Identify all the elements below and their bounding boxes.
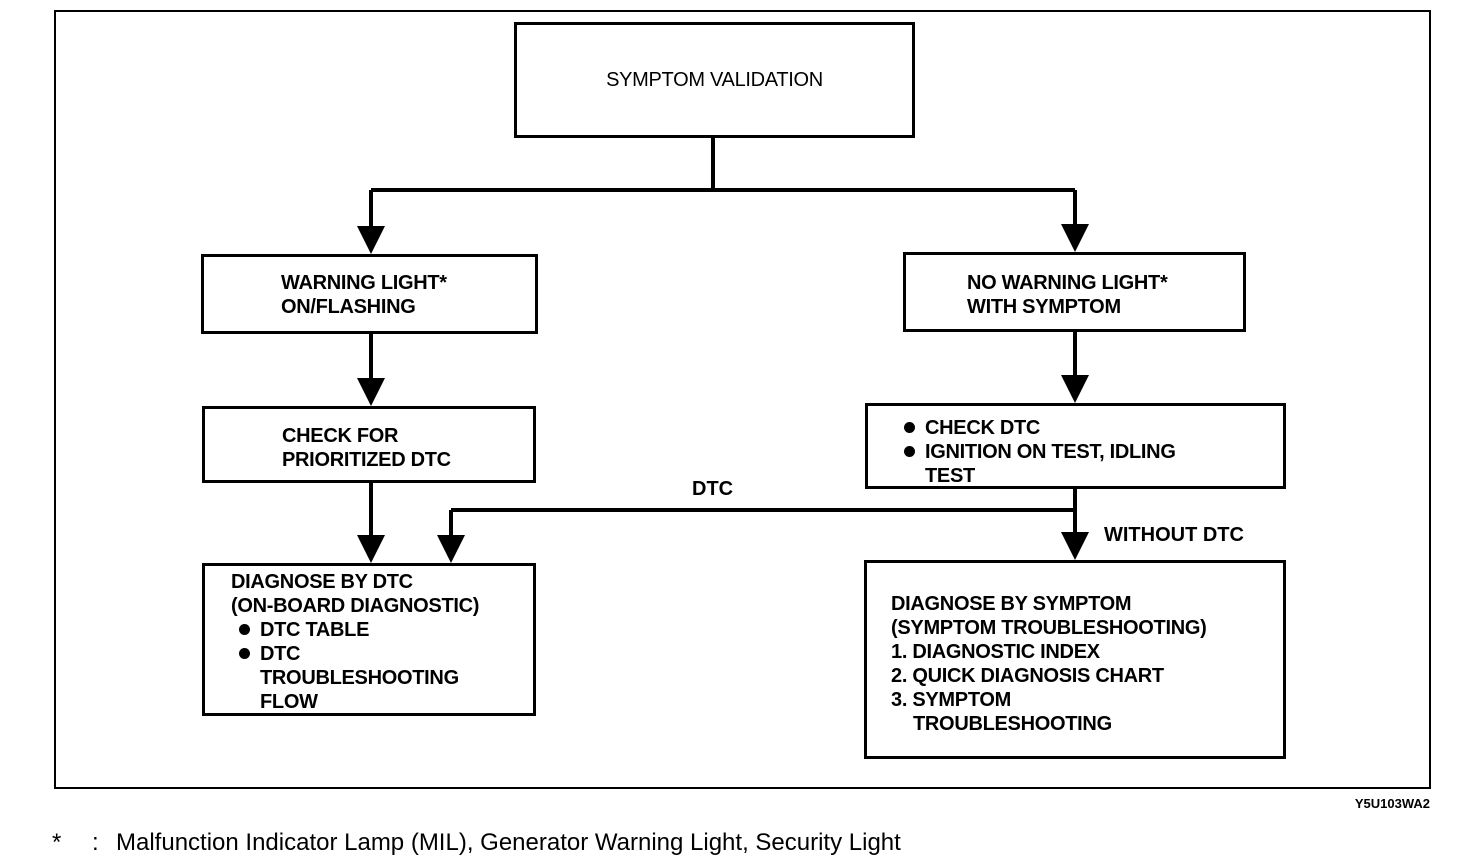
diagnose-symptom-item-3: 3. SYMPTOM bbox=[891, 689, 1011, 711]
diagram-frame bbox=[54, 10, 1431, 789]
check-dtc-item-1-text: CHECK DTC bbox=[925, 417, 1041, 439]
diagnose-symptom-line-2: (SYMPTOM TROUBLESHOOTING) bbox=[891, 617, 1207, 639]
arrow-to-check-prior bbox=[357, 378, 385, 406]
diagnose-dtc-line-1: DIAGNOSE BY DTC bbox=[231, 571, 413, 593]
check-prioritized-line-2: PRIORITIZED DTC bbox=[282, 449, 451, 471]
bullet-icon bbox=[239, 648, 250, 659]
diagnose-dtc-bullet-1-text: DTC TABLE bbox=[260, 619, 370, 641]
warning-light-line-1: WARNING LIGHT* bbox=[281, 272, 447, 294]
arrow-to-diag-dtc-branch bbox=[437, 535, 465, 563]
bullet-icon bbox=[904, 422, 915, 433]
diagnose-dtc-bullet-2-text: DTC bbox=[260, 643, 301, 665]
arrow-to-no-warning bbox=[1061, 224, 1089, 252]
check-dtc-item-1: CHECK DTC bbox=[904, 416, 1283, 440]
diagnose-dtc-bullet-2-cont-2: FLOW bbox=[260, 691, 318, 713]
arrow-to-check-dtc bbox=[1061, 375, 1089, 403]
warning-light-box: WARNING LIGHT* ON/FLASHING bbox=[201, 254, 538, 334]
edge-label-dtc: DTC bbox=[692, 478, 734, 500]
no-warning-light-line-1: NO WARNING LIGHT* bbox=[967, 272, 1168, 294]
diagnose-dtc-line-2: (ON-BOARD DIAGNOSTIC) bbox=[231, 595, 480, 617]
warning-light-line-2: ON/FLASHING bbox=[281, 296, 416, 318]
bullet-icon bbox=[239, 624, 250, 635]
symptom-validation-box: SYMPTOM VALIDATION bbox=[514, 22, 915, 138]
diagnose-dtc-bullet-1: DTC TABLE bbox=[231, 618, 533, 642]
check-dtc-item-2: IGNITION ON TEST, IDLING bbox=[904, 440, 1283, 464]
no-warning-light-line-2: WITH SYMPTOM bbox=[967, 296, 1121, 318]
diagnose-symptom-item-2: 2. QUICK DIAGNOSIS CHART bbox=[891, 665, 1164, 687]
footnote-text: Malfunction Indicator Lamp (MIL), Genera… bbox=[116, 829, 901, 856]
check-dtc-item-2-text: IGNITION ON TEST, IDLING bbox=[925, 441, 1176, 463]
diagnose-symptom-line-1: DIAGNOSE BY SYMPTOM bbox=[891, 593, 1132, 615]
arrow-to-warning bbox=[357, 226, 385, 254]
check-dtc-box: CHECK DTC IGNITION ON TEST, IDLING TEST bbox=[865, 403, 1286, 489]
diagnose-by-symptom-box: DIAGNOSE BY SYMPTOM (SYMPTOM TROUBLESHOO… bbox=[864, 560, 1286, 759]
diagnose-symptom-item-1: 1. DIAGNOSTIC INDEX bbox=[891, 641, 1100, 663]
symptom-validation-label: SYMPTOM VALIDATION bbox=[606, 69, 823, 91]
arrow-to-diag-symptom bbox=[1061, 532, 1089, 560]
diagnose-dtc-bullet-2: DTC bbox=[231, 642, 533, 666]
check-prioritized-line-1: CHECK FOR bbox=[282, 425, 399, 447]
edge-label-without-dtc: WITHOUT DTC bbox=[1104, 524, 1244, 546]
diagnose-by-dtc-box: DIAGNOSE BY DTC (ON-BOARD DIAGNOSTIC) DT… bbox=[202, 563, 536, 716]
diagnose-symptom-item-3-cont: TROUBLESHOOTING bbox=[913, 713, 1112, 735]
bullet-icon bbox=[904, 446, 915, 457]
check-dtc-item-2-cont: TEST bbox=[925, 465, 975, 487]
arrow-to-diag-dtc-main bbox=[357, 535, 385, 563]
footnote-separator: : bbox=[92, 829, 99, 856]
diagnose-dtc-bullet-2-cont-1: TROUBLESHOOTING bbox=[260, 667, 459, 689]
no-warning-light-box: NO WARNING LIGHT* WITH SYMPTOM bbox=[903, 252, 1246, 332]
footnote-symbol: * bbox=[52, 829, 62, 856]
figure-code: Y5U103WA2 bbox=[1354, 796, 1430, 811]
footnote: *: Malfunction Indicator Lamp (MIL), Gene… bbox=[52, 829, 901, 857]
check-prioritized-dtc-box: CHECK FOR PRIORITIZED DTC bbox=[202, 406, 536, 483]
